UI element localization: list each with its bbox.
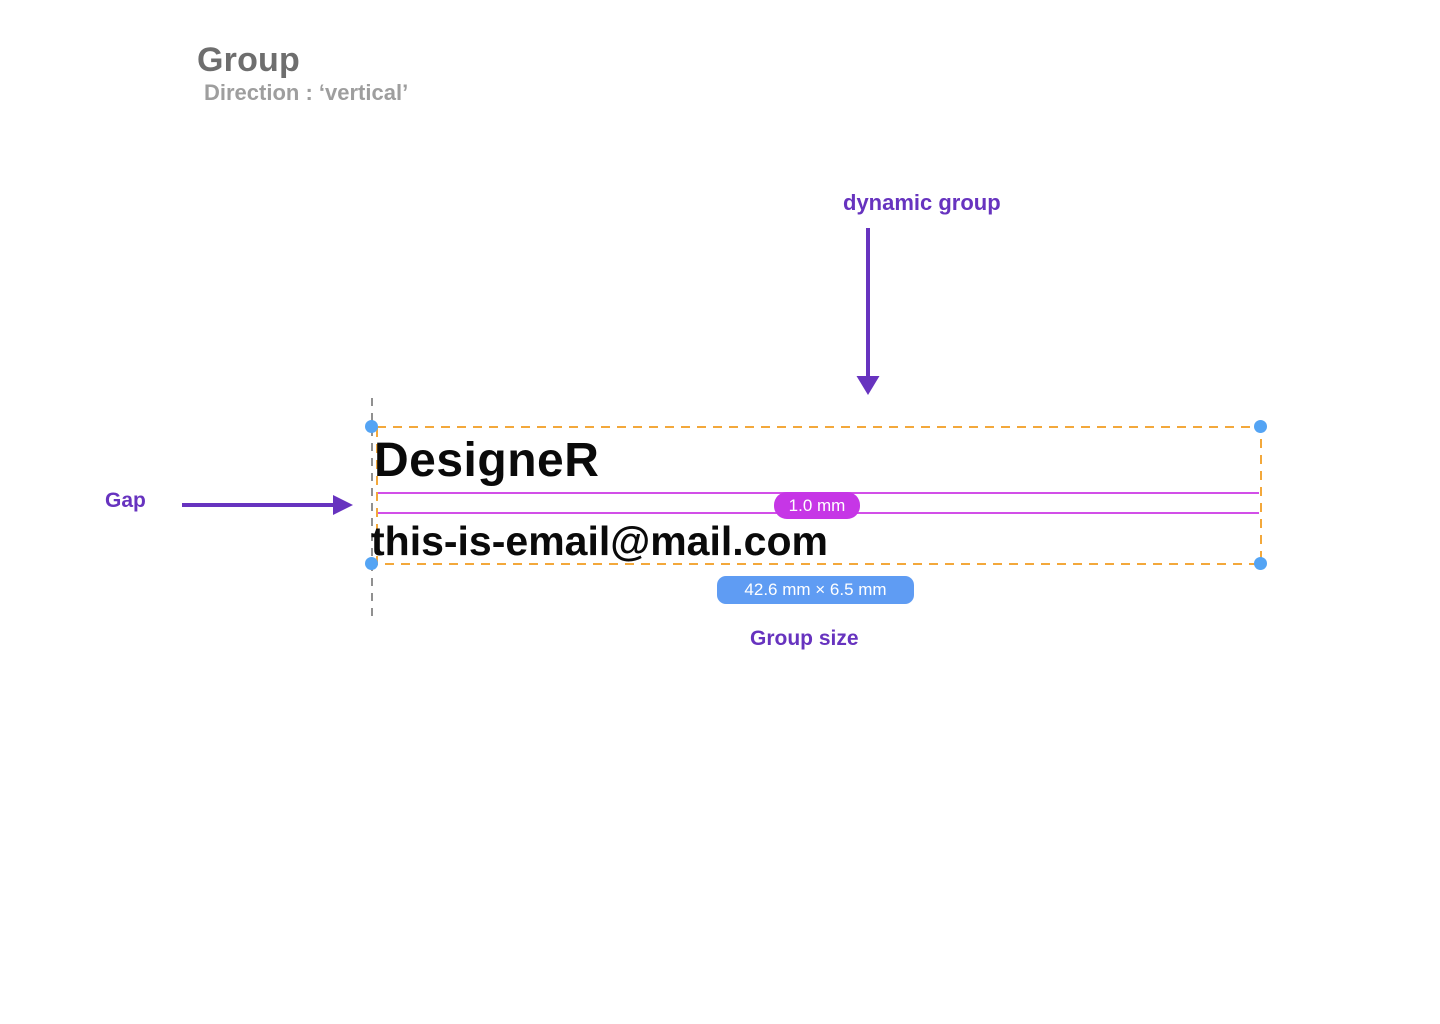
group-size-text: 42.6 mm × 6.5 mm [744,580,887,599]
gap-label: Gap [105,489,146,512]
page-title: Group [197,41,300,79]
gap-value-text: 1.0 mm [788,495,846,515]
group-name-text[interactable]: DesigneR [374,434,600,487]
selection-handle-top-left[interactable] [365,420,378,433]
down-arrow-icon [856,228,880,395]
group-email-text[interactable]: this-is-email@mail.com [371,518,828,564]
dynamic-group-label: dynamic group [843,190,1001,215]
right-arrow-icon [182,495,353,515]
group-size-label: Group size [750,627,859,650]
selection-handle-top-right[interactable] [1254,420,1267,433]
gap-value-badge: 1.0 mm [774,492,860,519]
selection-handle-bottom-right[interactable] [1254,557,1267,570]
selection-handle-bottom-left[interactable] [365,557,378,570]
group-selection-box[interactable] [376,426,1262,565]
group-size-badge: 42.6 mm × 6.5 mm [717,576,914,604]
page-subtitle: Direction : ‘vertical’ [204,80,409,105]
